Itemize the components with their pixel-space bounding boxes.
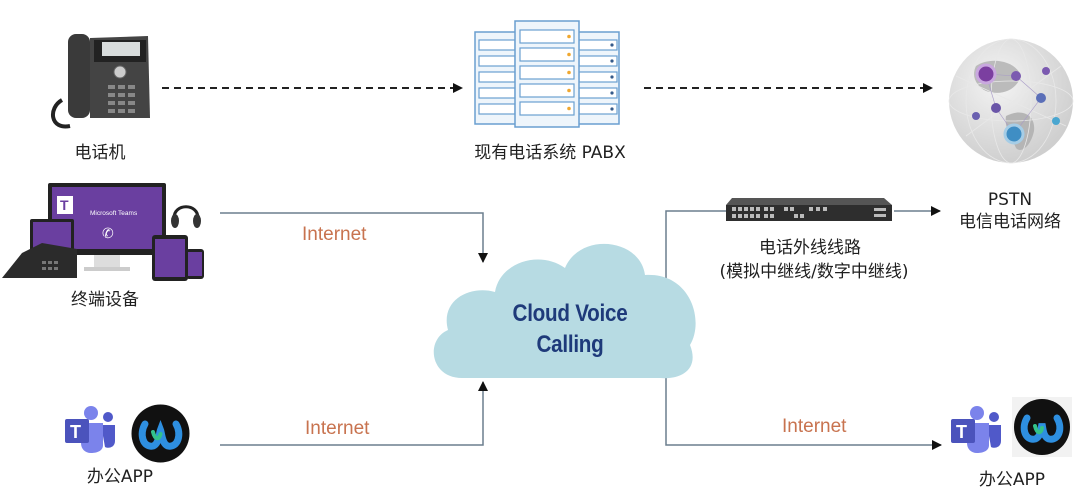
gateway-device-icon bbox=[724, 195, 894, 225]
svg-text:✆: ✆ bbox=[102, 226, 114, 242]
internet-label-bottom-left: Internet bbox=[305, 418, 370, 439]
pstn-label-line2: 电信电话网络 bbox=[959, 212, 1061, 232]
svg-text:T: T bbox=[956, 422, 967, 442]
link-terminals-cloud bbox=[220, 212, 488, 263]
server-rack-icon bbox=[472, 18, 622, 130]
desk-phone-icon bbox=[50, 30, 155, 132]
cloud-label-line2: Calling bbox=[536, 331, 604, 358]
office-app-right-label: 办公APP bbox=[978, 470, 1046, 490]
trunk-label-line2: (模拟中继线/数字中继线) bbox=[719, 262, 909, 282]
pabx-label: 现有电话系统 PABX bbox=[474, 143, 626, 163]
svg-text:T: T bbox=[70, 422, 81, 442]
svg-text:T: T bbox=[60, 197, 69, 213]
devices-icon: T Microsoft Teams ✆ bbox=[2, 183, 207, 283]
trunk-label-line1: 电话外线线路 bbox=[759, 238, 861, 258]
terminals-label: 终端设备 bbox=[71, 290, 139, 310]
teams-icon: T bbox=[63, 405, 115, 453]
globe-network-icon bbox=[946, 36, 1076, 166]
webex-icon bbox=[131, 404, 190, 463]
devices-screen-text: Microsoft Teams bbox=[90, 210, 138, 217]
cloud-label-line1: Cloud Voice bbox=[512, 300, 628, 327]
webex-icon bbox=[1012, 397, 1072, 457]
link-cloud-app-right bbox=[665, 370, 942, 450]
internet-label-top: Internet bbox=[302, 224, 367, 245]
link-app-cloud bbox=[220, 381, 488, 446]
teams-icon: T bbox=[949, 405, 1001, 453]
desk-phone-label: 电话机 bbox=[74, 143, 126, 163]
cloud-label: Cloud Voice Calling bbox=[470, 298, 670, 360]
cloud-shape bbox=[433, 243, 696, 379]
office-app-left-label: 办公APP bbox=[86, 467, 154, 487]
internet-label-bottom-right: Internet bbox=[782, 416, 847, 437]
link-cloud-trunk bbox=[665, 210, 726, 290]
pstn-label-line1: PSTN bbox=[987, 190, 1033, 210]
